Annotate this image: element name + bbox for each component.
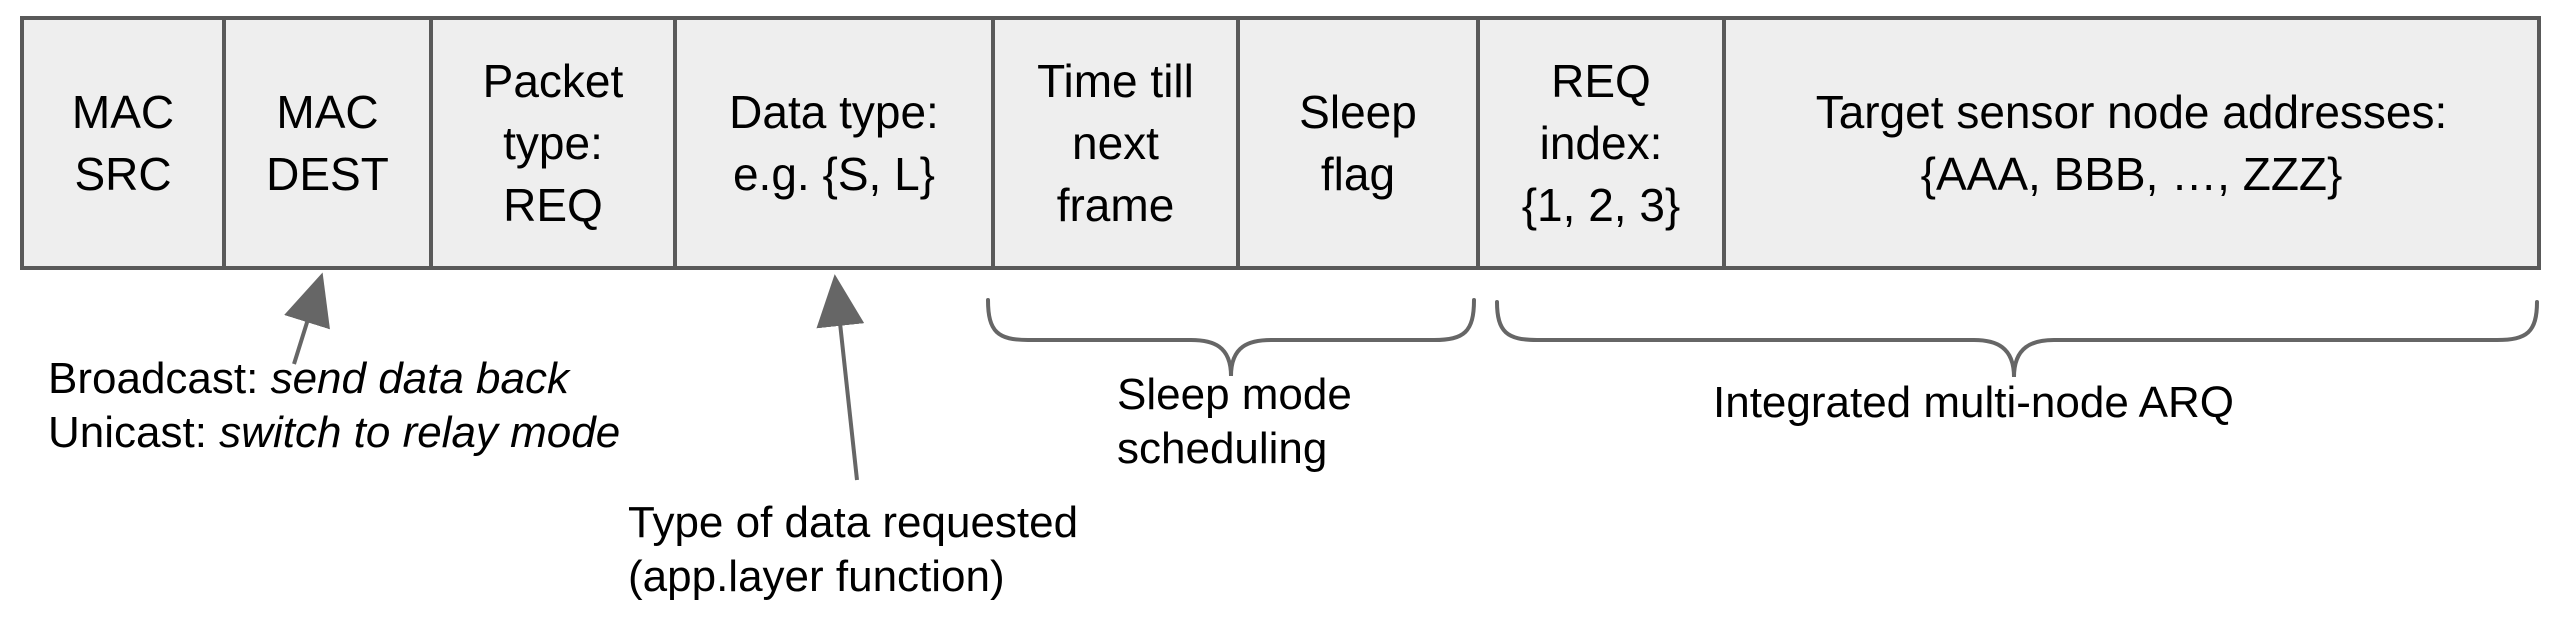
field-line: Target sensor node addresses: — [1815, 86, 2448, 138]
field-line: DEST — [266, 148, 389, 200]
field-line: MAC — [71, 86, 175, 138]
field-line: next — [1072, 117, 1159, 169]
field-line: Sleep — [1299, 86, 1417, 138]
field-line: MAC — [276, 86, 379, 138]
field-line: index: — [1539, 117, 1663, 169]
field-time-till-next-frame: Time till next frame — [995, 20, 1240, 266]
field-line: {1, 2, 3} — [1521, 179, 1681, 231]
sleep-mode-brace-icon — [986, 298, 1476, 377]
mac-dest-note: Broadcast: send data back Unicast: switc… — [48, 352, 620, 460]
field-data-type: Data type: e.g. {S, L} — [677, 20, 995, 266]
arrow-to-data-type-icon — [816, 274, 865, 481]
field-line: REQ — [1551, 55, 1651, 107]
field-line: {AAA, BBB, …, ZZZ} — [1920, 148, 2343, 200]
field-line: Data type: — [729, 86, 939, 138]
field-line: Time till — [1037, 55, 1194, 107]
field-line: frame — [1056, 179, 1175, 231]
arq-brace-icon — [1495, 300, 2539, 378]
field-line: e.g. {S, L} — [732, 148, 936, 200]
data-type-note-line1: Type of data requested — [628, 498, 1079, 547]
field-line: type: — [503, 117, 603, 169]
sleep-mode-label: Sleep mode scheduling — [1117, 368, 1352, 476]
field-sleep-flag: Sleep flag — [1240, 20, 1480, 266]
sleep-mode-label-line2: scheduling — [1117, 424, 1328, 473]
field-line: flag — [1320, 148, 1396, 200]
field-line: REQ — [503, 179, 603, 231]
arrow-to-mac-dest-icon — [284, 272, 330, 365]
mac-dest-note-line1: Broadcast: send data back — [48, 354, 570, 403]
data-type-note: Type of data requested (app.layer functi… — [628, 496, 1078, 604]
data-type-note-line2: (app.layer function) — [628, 552, 1005, 601]
sleep-mode-label-line1: Sleep mode — [1117, 370, 1352, 419]
field-line: SRC — [74, 148, 172, 200]
packet-header-table: MAC SRC MAC DEST Packet type: REQ Data t… — [20, 16, 2541, 270]
field-mac-src: MAC SRC — [24, 20, 226, 266]
field-packet-type: Packet type: REQ — [433, 20, 677, 266]
field-target-addresses: Target sensor node addresses: {AAA, BBB,… — [1726, 20, 2537, 266]
field-mac-dest: MAC DEST — [226, 20, 433, 266]
field-line: Packet — [482, 55, 624, 107]
arq-label: Integrated multi-node ARQ — [1713, 378, 2234, 427]
field-req-index: REQ index: {1, 2, 3} — [1480, 20, 1726, 266]
mac-dest-note-line2: Unicast: switch to relay mode — [48, 408, 621, 457]
